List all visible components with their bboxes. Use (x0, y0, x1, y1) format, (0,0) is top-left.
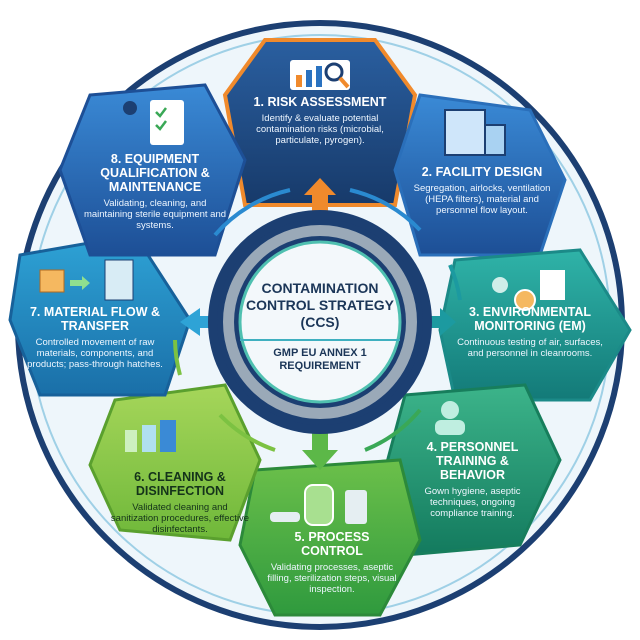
technician-petri-dish-icon (492, 270, 565, 311)
box-pass-through-icon (39, 259, 134, 301)
panel-process-control[interactable] (238, 458, 422, 617)
panel-6-text: 6. Cleaning & Disinfection Validated cle… (110, 470, 250, 535)
gowned-person-icon (435, 401, 465, 435)
center-title: CONTAMINATION CONTROL STRATEGY (CCS) (245, 280, 395, 330)
panel-description: Validated cleaning and sanitization proc… (110, 502, 250, 535)
spoke-arrows (180, 178, 456, 470)
panel-4-text: 4. Personnel Training & Behavior Gown hy… (405, 440, 540, 519)
panel-2-text: 2. Facility Design Segregation, airlocks… (412, 165, 552, 216)
panel-8-text: 8. Equipment Qualification & Maintenance… (80, 152, 230, 231)
panel-5-text: 5. Process Control Validating processes,… (262, 530, 402, 595)
spray-bottles-icon (125, 420, 176, 452)
cycle-arrows (173, 188, 462, 452)
panel-risk-assessment[interactable] (222, 38, 418, 207)
technician-checklist-icon (123, 100, 184, 145)
panel-description: Controlled movement of raw materials, co… (27, 337, 163, 370)
panel-title: 4. Personnel Training & Behavior (426, 440, 519, 482)
panel-3-text: 3. Environmental Monitoring (EM) Continu… (455, 305, 605, 359)
panel-equipment-qualification[interactable] (58, 83, 247, 257)
panel-1-text: 1. Risk Assessment Identify & evaluate p… (240, 95, 400, 146)
center-hub: CONTAMINATION CONTROL STRATEGY (CCS) GMP… (240, 280, 400, 373)
chart-magnifier-icon (290, 60, 350, 90)
panel-7-text: 7. Material Flow & Transfer Controlled m… (20, 305, 170, 370)
panel-description: Identify & evaluate potential contaminat… (256, 113, 384, 146)
panel-description: Validating, cleaning, and maintaining st… (83, 198, 227, 231)
panel-description: Segregation, airlocks, ventilation (HEPA… (413, 183, 551, 216)
panel-title: 7. Material Flow & Transfer (29, 305, 161, 333)
center-subtitle: GMP EU ANNEX 1 REQUIREMENT (240, 339, 400, 373)
center-gear (208, 210, 432, 434)
panel-title: 8. Equipment Qualification & Maintenance (100, 152, 210, 194)
panel-title: 2. Facility Design (421, 165, 543, 179)
panel-title: 3. Environmental Monitoring (EM) (469, 305, 591, 333)
panel-description: Gown hygiene, aseptic techniques, ongoin… (424, 486, 521, 519)
panel-description: Validating processes, aseptic filling, s… (267, 562, 397, 595)
building-icon (444, 109, 506, 156)
panel-title: 6. Cleaning & Disinfection (134, 470, 226, 498)
process-equipment-icon (270, 484, 367, 526)
panel-title: 5. Process Control (294, 530, 370, 558)
panel-title: 1. Risk Assessment (253, 95, 387, 109)
panel-cleaning-disinfection[interactable] (88, 383, 262, 542)
panel-description: Continuous testing of air, surfaces, and… (457, 337, 603, 359)
